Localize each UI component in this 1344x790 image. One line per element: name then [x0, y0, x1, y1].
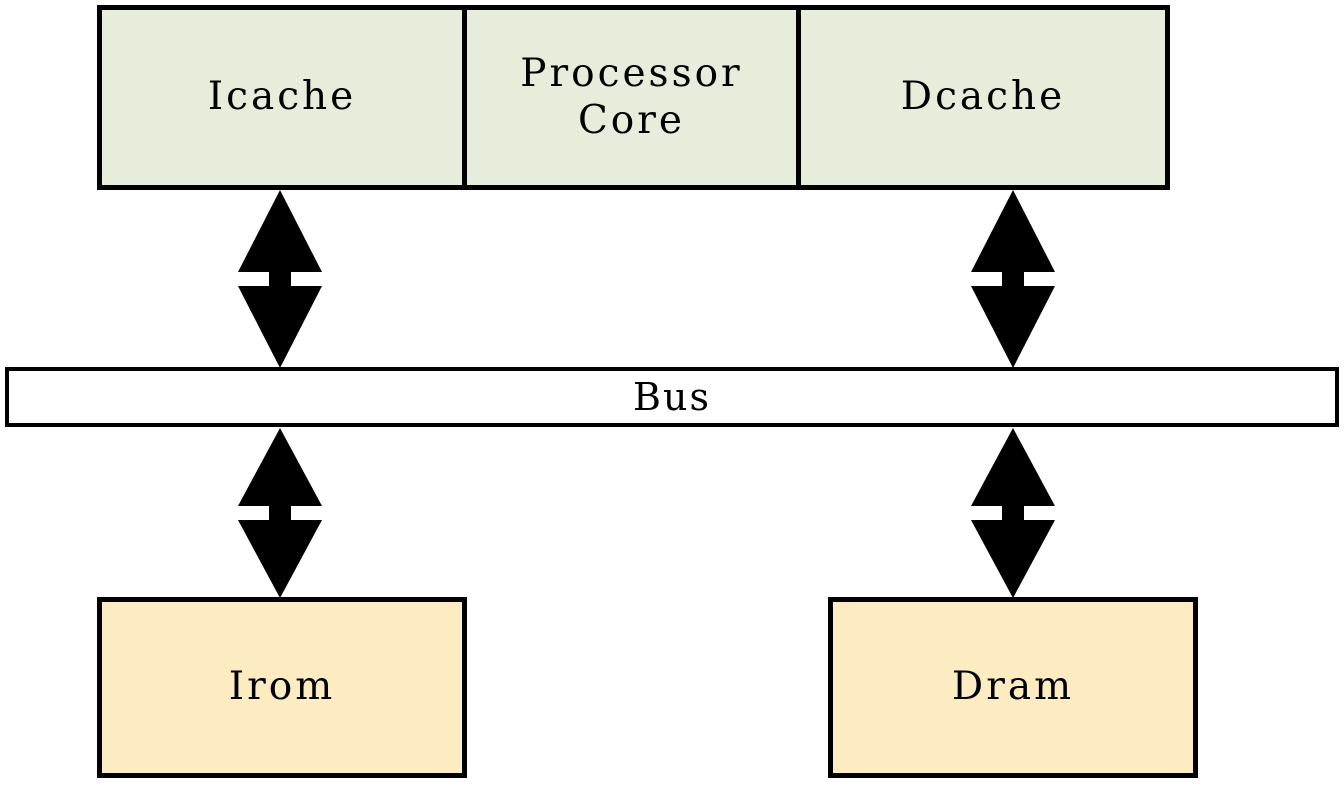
node-icache-label: Icache: [207, 74, 357, 120]
node-irom-label: Irom: [228, 664, 336, 710]
connector-bus-irom: [238, 428, 322, 598]
node-dcache-label: Dcache: [900, 74, 1066, 120]
connector-dcache-bus: [971, 190, 1055, 368]
double-headed-arrow-icon: [238, 190, 322, 368]
node-processor-core[interactable]: Processor Core: [462, 10, 801, 185]
processor-block: Icache Processor Core Dcache: [97, 5, 1170, 190]
double-headed-arrow-icon: [971, 190, 1055, 368]
node-irom[interactable]: Irom: [97, 597, 467, 778]
connector-bus-dram: [971, 428, 1055, 598]
connector-icache-bus: [238, 190, 322, 368]
node-dram-label: Dram: [951, 664, 1075, 710]
node-dcache[interactable]: Dcache: [801, 10, 1165, 185]
node-processor-core-label: Processor Core: [520, 51, 743, 143]
node-icache[interactable]: Icache: [102, 10, 462, 185]
node-bus[interactable]: Bus: [5, 367, 1339, 427]
node-bus-label: Bus: [633, 374, 711, 419]
double-headed-arrow-icon: [971, 428, 1055, 598]
node-dram[interactable]: Dram: [828, 597, 1198, 778]
double-headed-arrow-icon: [238, 428, 322, 598]
